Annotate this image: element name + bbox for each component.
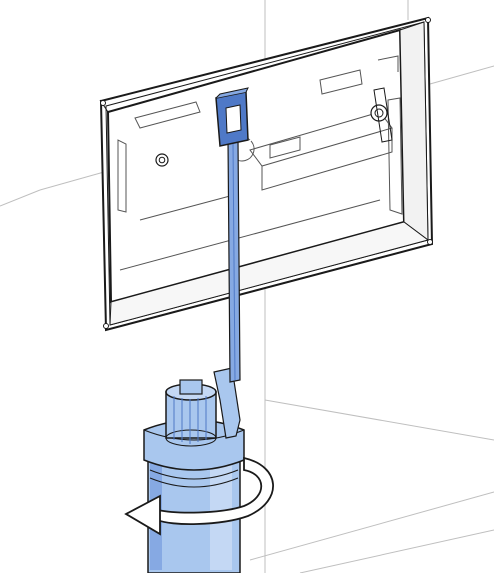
pull-tie-loop-bevel [215,87,249,99]
tile-line [429,65,494,85]
mount-screw [155,153,169,167]
valve-cartridge [143,367,245,573]
tile-line [0,189,41,207]
rotation-arrow-head [124,494,161,536]
cartridge-band [149,469,239,480]
frame-corner-screw [100,100,106,106]
pull-tie-rib [232,141,236,381]
pull-tie-strap [215,87,249,383]
tile-line [249,491,494,561]
rotation-arrow [124,456,274,536]
tile-line [264,399,494,441]
cartridge-band [149,477,239,488]
frame-bevel-right [399,21,429,242]
cartridge-cap [165,379,217,447]
mounting-frame [99,16,434,332]
tile-line [299,529,494,573]
frame-corner-screw [425,17,431,23]
mount-screw [370,87,393,143]
frame-corner-screw [427,239,433,245]
tile-line [39,171,105,191]
pull-tie-loop-hole [225,104,242,134]
frame-corner-screw [103,323,109,329]
